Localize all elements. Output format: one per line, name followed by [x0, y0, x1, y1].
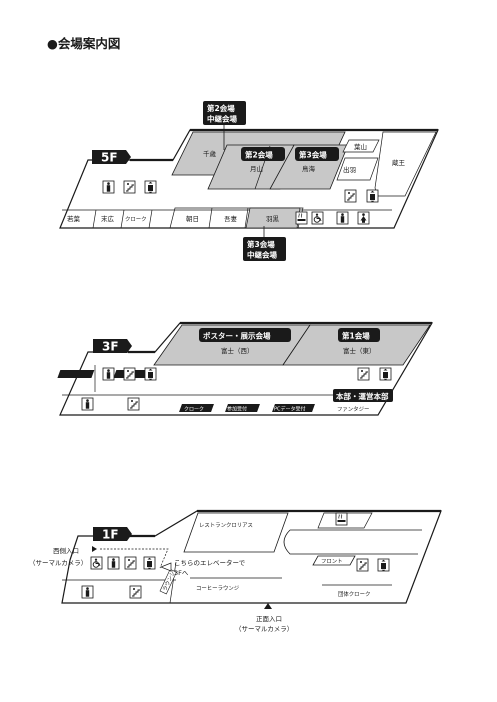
asahi-label: 朝日 [186, 215, 199, 223]
floor-3f: 富士（西） 富士（東） ファンタジー ポスター・展示会場 第1会場 本部・運営本… [57, 321, 434, 416]
floor-1f: レストランクロリアス フロント コーヒーラウンジ 団体クローク ラウンジ こちら… [29, 509, 442, 633]
elevator-note-line2: 3Fへ [174, 569, 189, 577]
stairs-icon [123, 180, 136, 194]
men-restroom-icon [81, 397, 94, 411]
relay2-line2: 中継会場 [207, 114, 237, 124]
wakaba-label: 若葉 [67, 214, 81, 223]
cloak-label: クローク [125, 216, 147, 223]
registration-desk [225, 404, 260, 412]
elevator-icon [377, 558, 390, 572]
poster-reception-text: ポスター受付 [199, 372, 229, 379]
registration-desk-text: 参加受付 [227, 406, 247, 413]
men-restroom-icon [102, 367, 115, 381]
cloak-desk [179, 404, 214, 412]
floor-1f-badge [93, 527, 132, 541]
fuji-west-label: 富士（西） [221, 346, 254, 355]
stairs-icon [124, 556, 137, 570]
gassan-label: 月山 [250, 164, 263, 173]
hq-tag [333, 389, 393, 402]
floor-1f-badge-text: 1F [102, 528, 119, 542]
hayama-room [342, 139, 380, 153]
smoking-area-icon [335, 512, 348, 526]
stairs-icon [127, 397, 140, 411]
stairs-icon [123, 367, 136, 381]
west-entrance-line2: （サーマルカメラ） [29, 559, 87, 567]
relay3-line1: 第3会場 [247, 239, 275, 249]
pc-reception-desk [272, 404, 315, 412]
restaurant-room [183, 512, 289, 553]
front-label: フロント [321, 558, 343, 565]
relay2-line1: 第2会場 [207, 103, 235, 113]
fuji-east-label: 富士（東） [343, 346, 376, 355]
zao-room [374, 131, 437, 197]
relay3-callout [243, 237, 286, 261]
floor-5f: 千歳 月山 鳥海 葉山 出羽 蔵王 若葉 末広 クローク 朝日 吾妻 羽黒 第2… [59, 101, 439, 261]
hall3-tag [295, 147, 339, 161]
cloak-desk-text: クローク [184, 407, 204, 413]
hakuro-room [245, 207, 301, 229]
front-desk [312, 555, 356, 566]
floor-3f-badge [93, 339, 132, 353]
stairs-icon [344, 189, 357, 203]
poster-hall-tag [199, 328, 291, 342]
group-cloak-label: 団体クローク [338, 590, 370, 598]
west-entrance-line1: 西側入口 [53, 547, 79, 555]
elevator-icon [144, 180, 157, 194]
men-restroom-icon [102, 180, 115, 194]
hall1-tag-text: 第1会場 [342, 331, 370, 341]
dewa-room [336, 157, 379, 181]
hq-tag-text: 本部・運営本部 [335, 391, 389, 401]
floor-5f-badge-text: 5F [101, 151, 118, 165]
accessible-restroom-icon [90, 556, 103, 570]
zao-label: 蔵王 [392, 158, 406, 167]
floor-5f-badge [92, 150, 131, 164]
main-entrance-arrow-icon [264, 603, 272, 609]
elevator-icon [379, 367, 392, 381]
women-restroom-icon [357, 211, 370, 225]
fuji-east-hall [282, 324, 431, 366]
elevator-icon [143, 556, 156, 570]
relay2-callout [203, 101, 246, 125]
chitose-label: 千歳 [203, 149, 217, 158]
elevator-icon [366, 189, 379, 203]
main-entrance-line2: （サーマルカメラ） [235, 625, 293, 633]
hall1-tag [338, 328, 380, 342]
stairs-icon [357, 367, 370, 381]
relay3-line2: 中継会場 [247, 250, 277, 260]
elevator-icon [144, 367, 157, 381]
hakuro-label: 羽黒 [266, 215, 280, 223]
poster-reception-desk [57, 370, 95, 378]
stairs-icon [356, 558, 369, 572]
smoking-area-icon [295, 211, 308, 225]
azuma-label: 吾妻 [224, 214, 238, 223]
main-entrance-line1: 正面入口 [256, 615, 282, 623]
men-restroom-icon [81, 585, 94, 599]
dewa-label: 出羽 [343, 165, 356, 174]
fantasy-label: ファンタジー [337, 405, 369, 413]
pc-reception-text: PCデータ受付 [274, 406, 306, 413]
stairs-icon [129, 585, 142, 599]
restaurant-label: レストランクロリアス [199, 522, 253, 529]
men-restroom-icon [336, 211, 349, 225]
poster-hall-tag-text: ポスター・展示会場 [203, 331, 271, 341]
floor-3f-badge-text: 3F [102, 340, 119, 354]
accessible-restroom-icon [311, 211, 324, 225]
suehiro-label: 末広 [101, 214, 115, 223]
coffee-lounge-label: コーヒーラウンジ [196, 584, 240, 592]
hall2-tag-text: 第2会場 [245, 150, 273, 160]
page-title: ●会場案内図 [47, 36, 121, 51]
elevator-note-arrow [160, 562, 172, 572]
elevator-note-line1: こちらのエレベーターで [174, 558, 246, 567]
men-restroom-icon [107, 556, 120, 570]
hall2-tag [241, 147, 285, 161]
chokai-label: 鳥海 [302, 164, 316, 173]
hayama-label: 葉山 [354, 142, 367, 151]
hall3-tag-text: 第3会場 [299, 150, 327, 160]
book-exhibit-text: 書籍展示 [250, 372, 270, 379]
